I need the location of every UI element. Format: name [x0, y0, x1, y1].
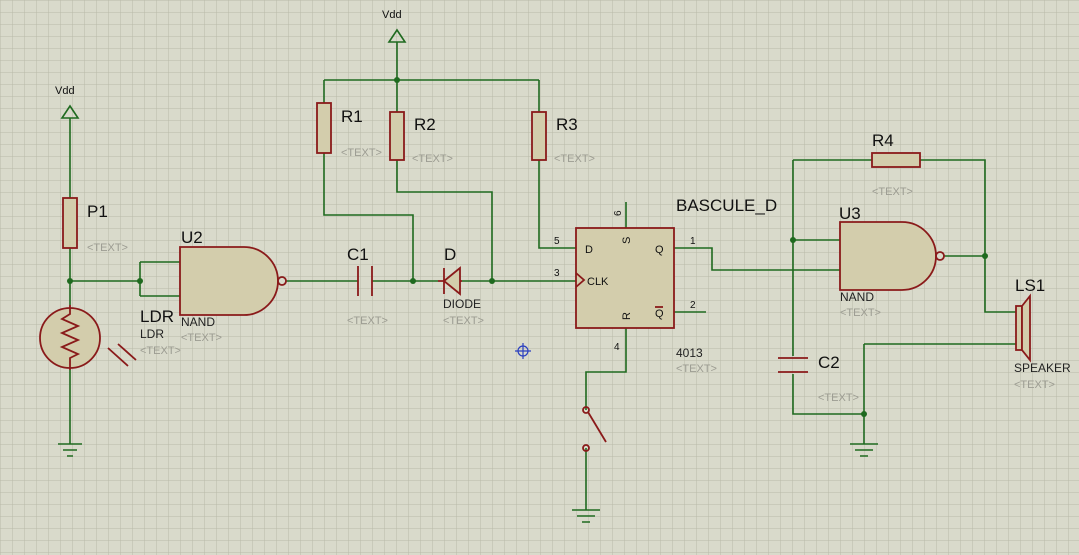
- origin-crosshair-icon: [515, 343, 531, 359]
- r1-ref: R1: [341, 107, 363, 126]
- junction-dots: [67, 77, 988, 417]
- resistor-r2[interactable]: R2 <TEXT>: [389, 111, 453, 165]
- ff-pin-r-number: 4: [614, 342, 620, 353]
- ground-c2[interactable]: [850, 443, 878, 457]
- d-ref: D: [444, 245, 456, 264]
- vdd-left-terminal[interactable]: Vdd: [55, 85, 80, 119]
- ls1-ref: LS1: [1015, 276, 1045, 295]
- r3-ref: R3: [556, 115, 578, 134]
- r2-value: <TEXT>: [412, 153, 453, 165]
- vdd-top-label: Vdd: [382, 9, 402, 21]
- ls1-type: SPEAKER: [1014, 361, 1071, 375]
- ff-type: 4013: [676, 346, 703, 360]
- nand-gate-u3[interactable]: U3 NAND <TEXT>: [839, 204, 945, 319]
- r2-ref: R2: [414, 115, 436, 134]
- ldr-value: <TEXT>: [140, 345, 181, 357]
- ff-pin-s-label: S: [621, 237, 633, 244]
- u3-type: NAND: [840, 290, 874, 304]
- capacitor-c1[interactable]: C1 <TEXT>: [347, 245, 388, 327]
- diode-d[interactable]: D DIODE <TEXT>: [438, 245, 484, 327]
- vdd-left-label: Vdd: [55, 85, 75, 97]
- ff-pin-qbar-number: 2: [690, 300, 696, 311]
- c2-ref: C2: [818, 353, 840, 372]
- u2-ref: U2: [181, 228, 203, 247]
- vdd-top-terminal[interactable]: Vdd: [382, 9, 407, 43]
- ls1-value: <TEXT>: [1014, 379, 1055, 391]
- d-type: DIODE: [443, 297, 481, 311]
- push-switch[interactable]: [582, 406, 607, 452]
- r4-ref: R4: [872, 131, 894, 150]
- d-flip-flop-4013[interactable]: BASCULE_D 4013 <TEXT> D CLK Q Q S R 5 3 …: [554, 196, 777, 375]
- capacitor-c2[interactable]: C2 <TEXT>: [778, 353, 859, 404]
- u3-value: <TEXT>: [840, 307, 881, 319]
- r1-value: <TEXT>: [341, 147, 382, 159]
- ff-pin-d-number: 5: [554, 236, 560, 247]
- resistor-r3[interactable]: R3 <TEXT>: [531, 111, 595, 165]
- u2-type: NAND: [181, 315, 215, 329]
- ff-pin-q-label: Q: [655, 244, 664, 256]
- ff-value: <TEXT>: [676, 363, 717, 375]
- r4-value: <TEXT>: [872, 186, 913, 198]
- resistor-r4[interactable]: R4 <TEXT>: [871, 131, 921, 198]
- c1-ref: C1: [347, 245, 369, 264]
- ff-pin-q-number: 1: [690, 236, 696, 247]
- ground-ldr[interactable]: [58, 443, 82, 457]
- ldr-type: LDR: [140, 327, 164, 341]
- p1-ref: P1: [87, 202, 108, 221]
- ff-pin-d-label: D: [585, 244, 593, 256]
- ff-pin-s-number: 6: [613, 210, 624, 216]
- ff-pin-qbar-label: Q: [655, 308, 664, 320]
- ff-ref: BASCULE_D: [676, 196, 777, 215]
- wires: [69, 42, 1016, 510]
- speaker-ls1[interactable]: LS1 SPEAKER <TEXT>: [1014, 276, 1071, 391]
- ldr-ref: LDR: [140, 307, 174, 326]
- p1-value: <TEXT>: [87, 242, 128, 254]
- u3-ref: U3: [839, 204, 861, 223]
- d-value: <TEXT>: [443, 315, 484, 327]
- c1-value: <TEXT>: [347, 315, 388, 327]
- ff-pin-r-label: R: [621, 312, 633, 320]
- ff-pin-clk-number: 3: [554, 268, 560, 279]
- u2-value: <TEXT>: [181, 332, 222, 344]
- nand-gate-u2[interactable]: U2 NAND <TEXT>: [179, 228, 287, 344]
- ldr-sensor[interactable]: LDR LDR <TEXT>: [39, 305, 181, 370]
- resistor-p1[interactable]: P1 <TEXT>: [62, 197, 128, 254]
- c2-value: <TEXT>: [818, 392, 859, 404]
- r3-value: <TEXT>: [554, 153, 595, 165]
- resistor-r1[interactable]: R1 <TEXT>: [316, 102, 382, 159]
- ff-pin-clk-label: CLK: [587, 276, 609, 288]
- ground-switch[interactable]: [572, 509, 600, 523]
